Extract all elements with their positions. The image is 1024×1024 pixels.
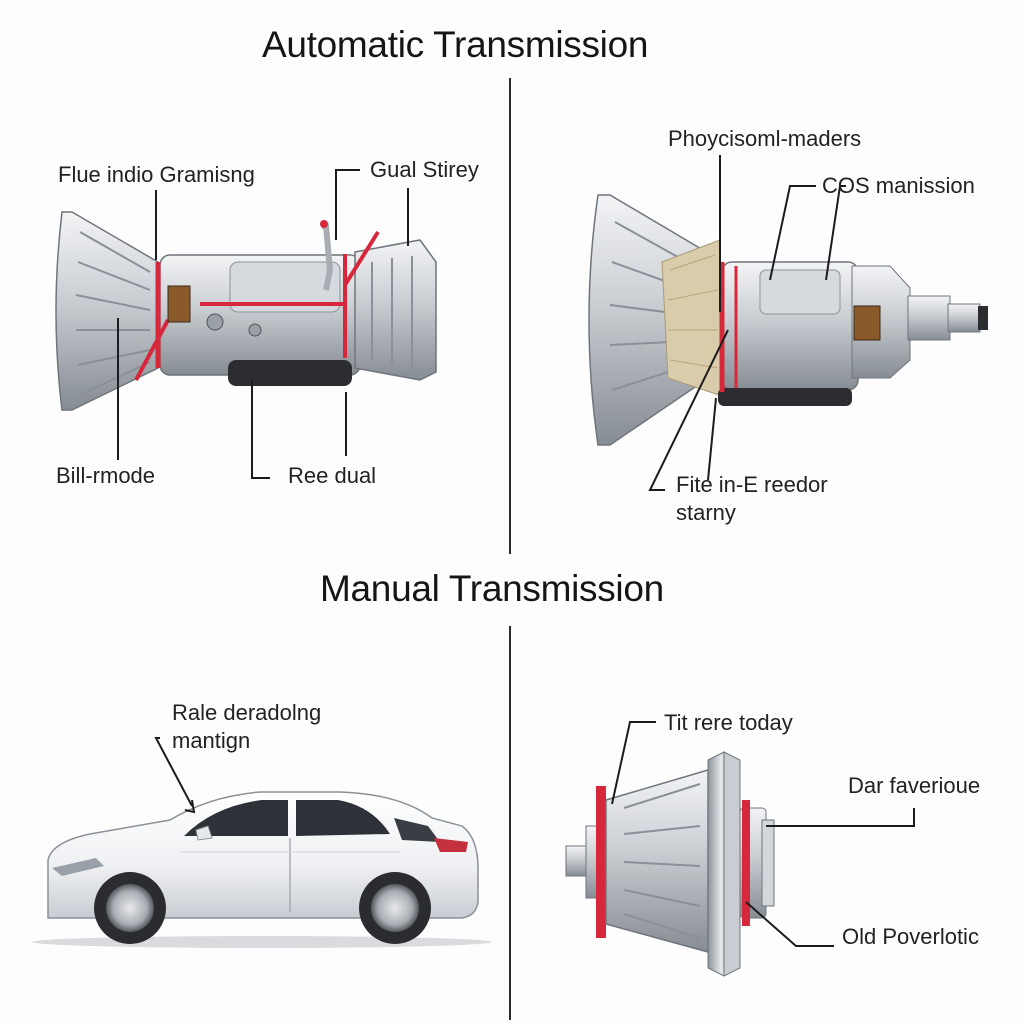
- automatic-transmission-right-unit: [588, 194, 988, 446]
- car-leader-line: [154, 737, 196, 814]
- callout-gual-stirey: Gual Stirey: [370, 157, 479, 182]
- callout-phoycisoml-maders: Phoycisoml-maders: [668, 126, 862, 151]
- manual-gearbox-illustration: [565, 751, 775, 977]
- callout-starny: starny: [676, 500, 736, 525]
- callout-mantign: mantign: [172, 728, 251, 753]
- automatic-right-leader-lines: [648, 155, 846, 491]
- automatic-transmission-left-unit: [55, 211, 437, 411]
- bottom-vertical-divider: [509, 626, 511, 1020]
- callout-fite-in-e-reedor: Fite in-E reedor: [676, 472, 828, 497]
- callout-cos-manission: COS manission: [822, 173, 975, 198]
- automatic-left-leader-lines: [117, 169, 409, 479]
- callout-old-poverlotic: Old Poverlotic: [842, 924, 979, 949]
- gearbox-leader-lines: [611, 721, 915, 947]
- callout-rale-deradolng: Rale deradolng: [172, 700, 322, 725]
- car-illustration: [32, 791, 492, 948]
- callout-ree-dual: Ree dual: [288, 463, 377, 488]
- top-vertical-divider: [509, 78, 511, 554]
- manual-transmission-title: Manual Transmission: [320, 568, 664, 609]
- callout-bill-mode: Bill‐rmode: [56, 463, 156, 488]
- callout-flue-indio-gramisng: Flue indio Gramisng: [58, 162, 255, 187]
- callout-tit-rere-today: Tit rere today: [664, 710, 793, 735]
- callout-dar-faverioue: Dar faverioue: [848, 773, 981, 798]
- automatic-transmission-title: Automatic Transmission: [262, 24, 649, 65]
